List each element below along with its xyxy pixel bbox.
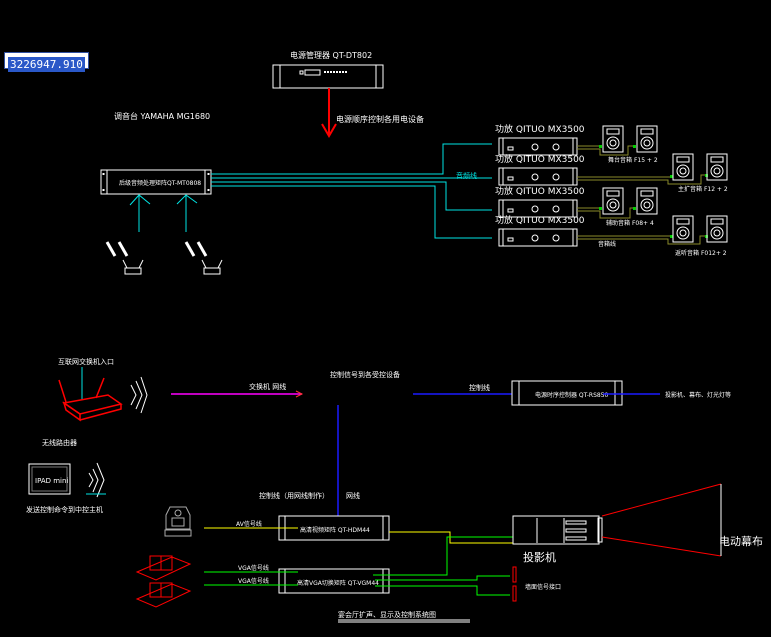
av-line-label: AV信号线 xyxy=(236,520,262,528)
wireless-mic-2 xyxy=(184,240,224,276)
control-cable-label: 控制线（用网线制作） xyxy=(259,491,329,500)
audio-processor-label: 后级音频处理矩阵QT-MT0808 xyxy=(119,179,201,187)
speaker-group-3[interactable]: 辅助音箱 F08+ 4 xyxy=(602,187,658,227)
router-entry-label: 互联网交换机入口 xyxy=(58,357,114,366)
vga-matrix-label: 高清VGA切换矩阵 QT-VGM44 xyxy=(297,579,379,587)
mic-input-lines xyxy=(129,194,198,232)
speaker-group-label: 返听音箱 F012+ 2 xyxy=(675,249,727,257)
amp-label: 功放 QITUO MX3500 xyxy=(495,214,585,226)
power-sequencer[interactable]: 电源管理器 QT-DT802 xyxy=(272,50,384,89)
vga-matrix[interactable]: 高清VGA切换矩阵 QT-VGM44 xyxy=(278,568,390,594)
vga-input-lines xyxy=(204,571,298,586)
audio-line-label: 音频线 xyxy=(456,171,477,180)
control-line-label: 控制线 xyxy=(469,383,490,392)
coordinate-readout[interactable]: 3226947.910 xyxy=(4,52,89,72)
speaker-cable-label: 音箱线 xyxy=(598,240,616,248)
projector-icon[interactable] xyxy=(512,515,603,545)
vga-output-lines xyxy=(373,536,513,596)
relay-targets-label: 投影机、幕布、灯光灯等 xyxy=(665,391,731,399)
video-matrix-label: 高清视频矩阵 QT-HDM44 xyxy=(300,526,370,534)
audio-processor[interactable]: 后级音频处理矩阵QT-MT0808 xyxy=(100,169,212,195)
speaker-group-label: 主扩音箱 F12 + 2 xyxy=(678,185,728,193)
vga-line-label-1: VGA信号线 xyxy=(238,564,269,572)
screen-label: 电动幕布 xyxy=(719,534,763,548)
floor-box-icon-1 xyxy=(135,555,192,581)
router-label: 无线路由器 xyxy=(42,438,77,447)
speaker-group-2[interactable]: 主扩音箱 F12 + 2 xyxy=(672,153,728,193)
floor-box-icon-2 xyxy=(135,582,192,608)
switch-line-label: 交换机 网线 xyxy=(249,382,286,391)
power-sequencer-title: 电源管理器 QT-DT802 xyxy=(290,50,372,60)
relay-controller-label: 电源时序控制器 QT-RS850 xyxy=(535,391,609,399)
speaker-group-label: 舞台音箱 F15 + 2 xyxy=(608,156,658,164)
wireless-router-icon[interactable] xyxy=(58,377,123,422)
projection-beam xyxy=(601,483,722,557)
ptz-camera-icon xyxy=(164,506,192,537)
amplifier-1[interactable]: 功放 QITUO MX3500 xyxy=(495,123,585,156)
power-arrow xyxy=(321,88,337,138)
wireless-signal-icon xyxy=(130,376,148,414)
amplifier-2[interactable]: 功放 QITUO MX3500 xyxy=(495,153,585,186)
amplifier-4[interactable]: 功放 QITUO MX3500 xyxy=(495,214,585,247)
mixer-title: 调音台 YAMAHA MG1680 xyxy=(114,111,210,121)
wall-interface-2 xyxy=(512,585,517,602)
amp-label: 功放 QITUO MX3500 xyxy=(495,153,585,165)
drawing-title: 宴会厅扩声、显示及控制系统图 xyxy=(338,610,436,619)
power-relay-controller[interactable]: 电源时序控制器 QT-RS850 xyxy=(511,380,623,406)
speaker-group-4[interactable]: 返听音箱 F012+ 2 xyxy=(672,215,728,257)
net-cable-label: 网线 xyxy=(346,491,360,500)
amplifier-3[interactable]: 功放 QITUO MX3500 xyxy=(495,185,585,218)
amp-label: 功放 QITUO MX3500 xyxy=(495,185,585,197)
ipad-mini[interactable]: IPAD mini xyxy=(28,463,71,495)
speaker-group-1[interactable]: 舞台音箱 F15 + 2 xyxy=(602,125,658,164)
central-controller-title: 控制信号到各受控设备 xyxy=(330,370,400,379)
speaker-cables xyxy=(577,145,706,245)
wall-interface-label: 墙面信号接口 xyxy=(525,583,561,591)
wall-interface-1 xyxy=(512,566,517,583)
audio-lines xyxy=(211,143,492,239)
ipad-caption: 发送控制命令到中控主机 xyxy=(26,505,103,514)
speaker-group-label: 辅助音箱 F08+ 4 xyxy=(606,219,654,227)
wireless-mic-1 xyxy=(105,240,145,276)
network-line xyxy=(171,390,304,398)
ipad-signal-icon xyxy=(88,462,105,498)
power-sequencer-note: 电源顺序控制各用电设备 xyxy=(336,114,424,124)
projector-label: 投影机 xyxy=(523,550,556,564)
coordinate-value: 3226947.910 xyxy=(8,57,85,72)
ipad-label: IPAD mini xyxy=(35,477,68,485)
vga-line-label-2: VGA信号线 xyxy=(238,577,269,585)
amp-label: 功放 QITUO MX3500 xyxy=(495,123,585,135)
